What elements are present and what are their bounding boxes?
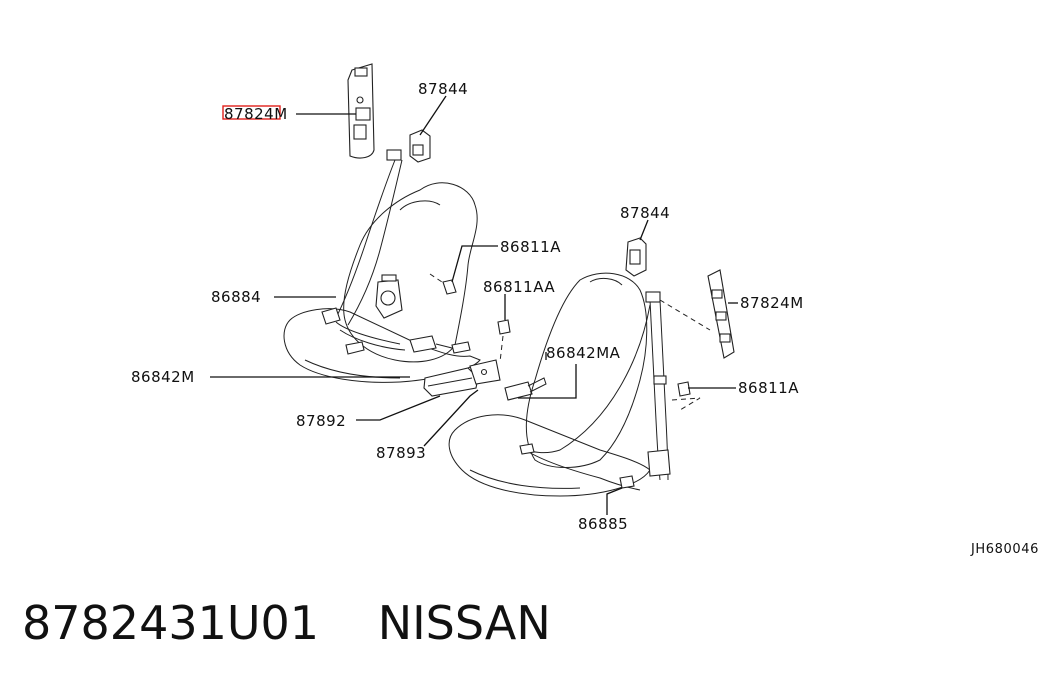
- callout-labels: 87824M 87844 87844 86811A 86884 86811AA …: [131, 80, 804, 533]
- callout-86885[interactable]: 86885: [578, 515, 628, 533]
- title-row: 8782431U01 NISSAN: [22, 596, 551, 650]
- part-number: 8782431U01: [22, 596, 320, 650]
- callout-86842m[interactable]: 86842M: [131, 368, 195, 386]
- right-seat: [448, 272, 651, 497]
- diagram-reference-code: JH680046: [970, 542, 1039, 557]
- left-seat-belt: [321, 149, 471, 355]
- callout-86811aa[interactable]: 86811AA: [483, 278, 555, 296]
- center-components: [423, 319, 547, 401]
- callout-86811a-right[interactable]: 86811A: [738, 379, 799, 397]
- callout-87893[interactable]: 87893: [376, 444, 426, 462]
- leader-lines: [210, 95, 738, 515]
- right-height-adjuster: [659, 269, 735, 359]
- right-seat-belt: [519, 291, 701, 491]
- right-belt-guide: [625, 237, 647, 277]
- left-belt-guide: [409, 129, 431, 163]
- callout-87844-right[interactable]: 87844: [620, 204, 670, 222]
- callout-86884[interactable]: 86884: [211, 288, 261, 306]
- left-height-adjuster: [347, 63, 375, 159]
- brand-name: NISSAN: [377, 596, 551, 650]
- callout-87824m-right[interactable]: 87824M: [740, 294, 804, 312]
- callout-87892[interactable]: 87892: [296, 412, 346, 430]
- callout-87844-left[interactable]: 87844: [418, 80, 468, 98]
- parts-diagram: 87824M 87844 87844 86811A 86884 86811AA …: [131, 63, 804, 533]
- callout-86842ma[interactable]: 86842MA: [546, 344, 621, 362]
- callout-highlight-box: [222, 105, 281, 120]
- callout-87824m-left[interactable]: 87824M: [224, 105, 288, 123]
- callout-86811a-left[interactable]: 86811A: [500, 238, 561, 256]
